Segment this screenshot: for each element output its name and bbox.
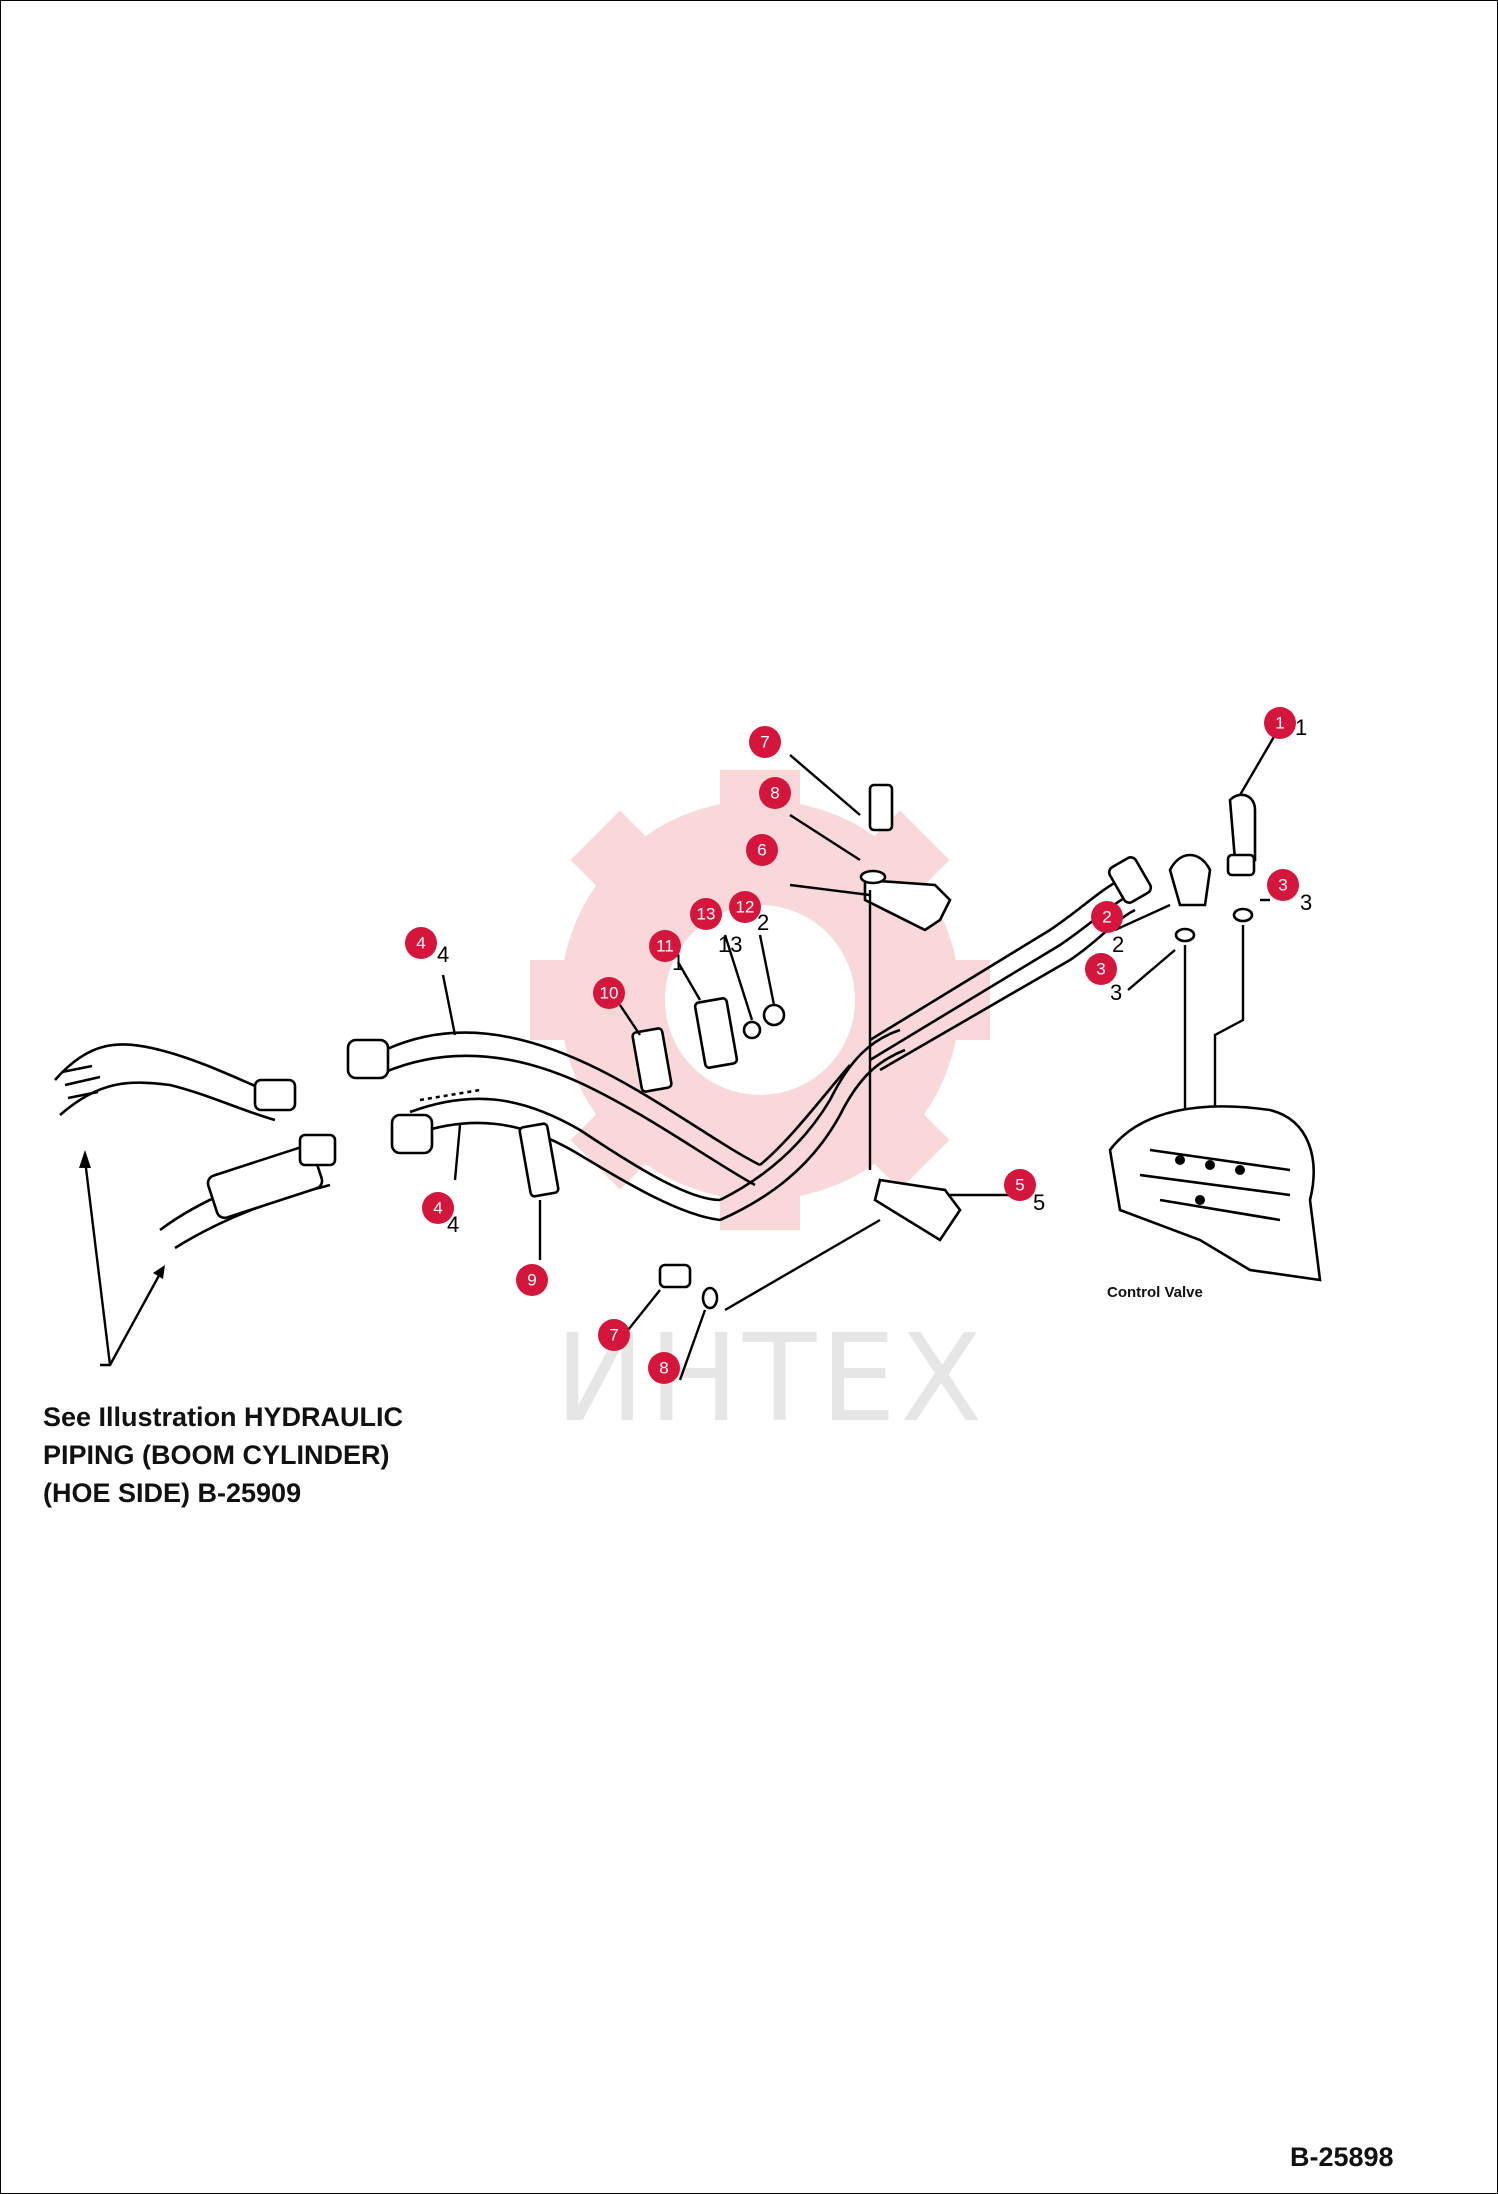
callout-5: 5 (1004, 1169, 1036, 1201)
svg-text:3: 3 (1300, 890, 1312, 915)
drawing-number: B-25898 (1290, 2142, 1394, 2172)
watermark: ИНТЕХ (530, 770, 990, 1449)
svg-text:3: 3 (1110, 980, 1122, 1005)
svg-text:9: 9 (527, 1271, 536, 1290)
svg-text:1: 1 (1295, 715, 1307, 740)
svg-text:7: 7 (609, 1326, 618, 1345)
callout-9: 9 (516, 1264, 548, 1296)
clamps-brackets (518, 783, 962, 1310)
svg-text:13: 13 (718, 932, 742, 957)
callout-11: 11 (649, 930, 681, 962)
callout-6: 6 (746, 834, 778, 866)
svg-text:3: 3 (1278, 876, 1287, 895)
svg-text:2: 2 (1102, 908, 1111, 927)
svg-text:5: 5 (1015, 1176, 1024, 1195)
svg-text:3: 3 (1096, 960, 1105, 979)
svg-text:12: 12 (736, 898, 755, 917)
callout-8: 8 (759, 777, 791, 809)
svg-text:13: 13 (697, 905, 716, 924)
see-illustration-note: See Illustration HYDRAULIC PIPING (BOOM … (43, 1402, 404, 1508)
svg-text:8: 8 (770, 784, 779, 803)
control-valve: Control Valve (1107, 1105, 1322, 1301)
callout-2: 2 (1091, 901, 1123, 933)
svg-text:7: 7 (760, 733, 769, 752)
callout-7: 7 (749, 726, 781, 758)
svg-text:2: 2 (757, 910, 769, 935)
svg-text:4: 4 (433, 1199, 442, 1218)
fittings (1168, 793, 1257, 1160)
svg-text:10: 10 (600, 984, 619, 1003)
callout-7: 7 (598, 1319, 630, 1351)
hoses (346, 856, 1153, 1222)
svg-text:5: 5 (1033, 1190, 1045, 1215)
callouts: 1 2 3 3 4 4 5 6 7 7 8 8 9 10 11 12 13 (405, 707, 1299, 1384)
svg-text:4: 4 (416, 934, 425, 953)
callout-4: 4 (422, 1192, 454, 1224)
callout-10: 10 (593, 977, 625, 1009)
hose-end-assembly (54, 1043, 337, 1367)
svg-text:1: 1 (1275, 714, 1284, 733)
control-valve-label: Control Valve (1107, 1284, 1203, 1301)
callout-1: 1 (1264, 707, 1296, 739)
callout-3: 3 (1085, 953, 1117, 985)
svg-text:11: 11 (656, 937, 674, 956)
svg-text:2: 2 (1112, 932, 1124, 957)
callout-13: 13 (690, 898, 722, 930)
svg-text:4: 4 (437, 942, 449, 967)
svg-text:6: 6 (757, 841, 766, 860)
callout-3: 3 (1267, 869, 1299, 901)
svg-text:8: 8 (659, 1359, 668, 1378)
item-numbers: 1 2 3 3 4 4 5 13 2 1 (437, 715, 1312, 1237)
callout-12: 12 (729, 891, 761, 923)
callout-8: 8 (648, 1352, 680, 1384)
callout-4: 4 (405, 927, 437, 959)
